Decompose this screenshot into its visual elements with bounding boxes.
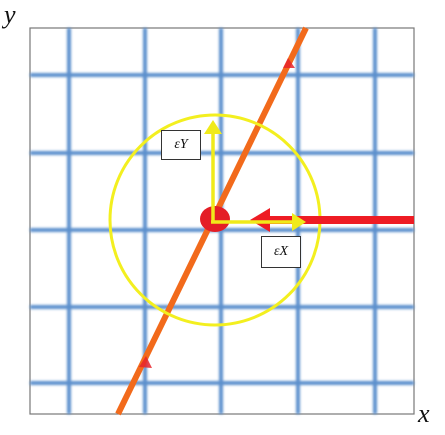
grid-lines	[30, 28, 414, 414]
eps-y-label: εY	[161, 130, 201, 160]
red-point	[200, 206, 230, 232]
y-axis-label: y	[4, 0, 16, 29]
eps-x-arrowhead	[292, 213, 306, 231]
eps-y-arrowhead	[204, 120, 222, 134]
eps-x-label: εX	[261, 236, 301, 268]
line-marker-bottom	[139, 356, 152, 368]
red-ray-arrowhead	[250, 208, 270, 232]
x-axis-label: x	[418, 399, 430, 428]
line-marker-top	[283, 58, 295, 68]
